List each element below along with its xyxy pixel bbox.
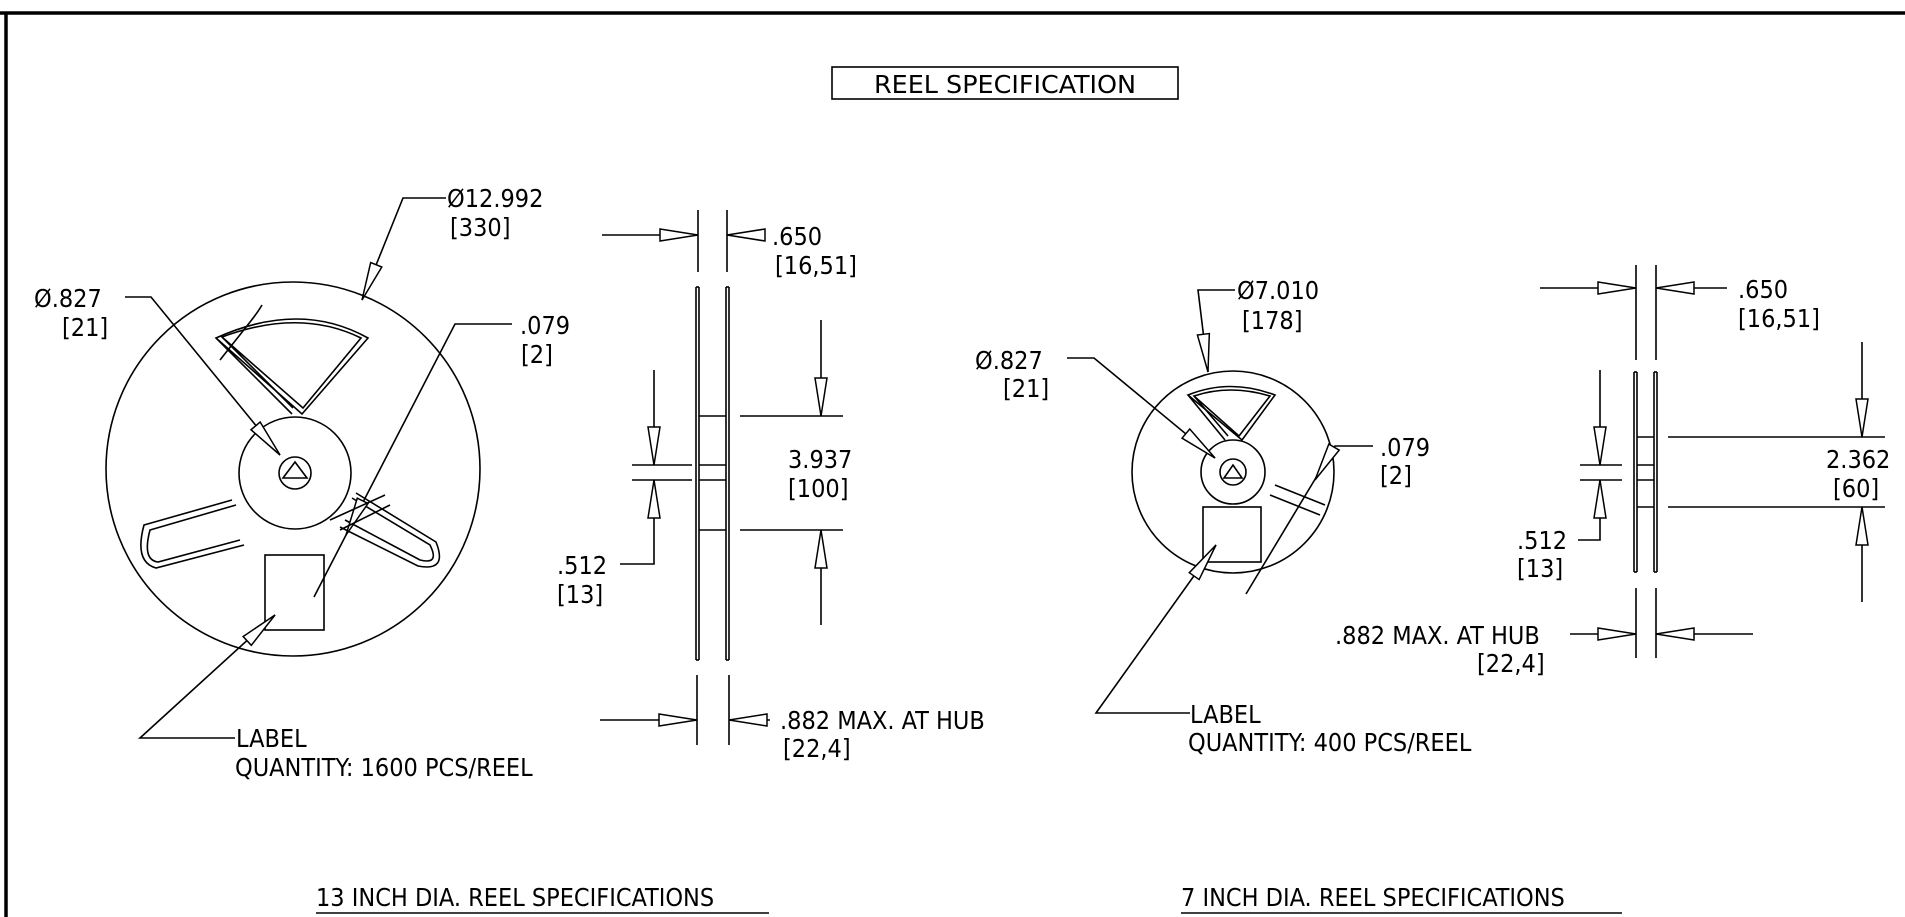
- reel-13-slot: .079: [520, 311, 570, 340]
- reel-7-hub-width-mm: [22,4]: [1477, 649, 1545, 678]
- reel-13-width: .650: [772, 222, 822, 251]
- reel-7-outer-dia: Ø7.010: [1237, 276, 1319, 305]
- reel-13-hub-dia: Ø.827: [34, 284, 102, 313]
- title-block: REEL SPECIFICATION: [831, 66, 1179, 100]
- reel-13-quantity: QUANTITY: 1600 PCS/REEL: [235, 753, 533, 782]
- reel-13-outer-dia: Ø12.992: [447, 184, 543, 213]
- reel-7-width: .650: [1738, 275, 1788, 304]
- drawing-border: [0, 11, 1905, 917]
- reel-13-hub-width-mm: [22,4]: [783, 734, 851, 763]
- reel-13-arbor: .512: [557, 551, 607, 580]
- reel-7-core: 2.362: [1826, 445, 1890, 474]
- reel-7-arbor: .512: [1517, 526, 1567, 555]
- reel-7-width-mm: [16,51]: [1738, 304, 1820, 333]
- reel-7-outer-dia-mm: [178]: [1242, 306, 1302, 335]
- reel-7-slot-mm: [2]: [1380, 461, 1412, 490]
- reel-13-outer-dia-mm: [330]: [450, 213, 510, 242]
- reel-7-core-mm: [60]: [1833, 474, 1879, 503]
- reel-7-hub-dia-mm: [21]: [1003, 374, 1049, 403]
- reel-13-caption: 13 INCH DIA. REEL SPECIFICATIONS: [316, 883, 714, 912]
- reel-13-front-view: [105, 197, 512, 739]
- reel-13-slot-mm: [2]: [521, 340, 553, 369]
- reel-7-caption: 7 INCH DIA. REEL SPECIFICATIONS: [1181, 883, 1565, 912]
- reel-7-side-view: [1540, 265, 1885, 658]
- reel-13-arbor-mm: [13]: [557, 580, 603, 609]
- reel-13-core: 3.937: [788, 445, 852, 474]
- drawing-title: REEL SPECIFICATION: [874, 70, 1136, 99]
- reel-7-labels: Ø7.010 [178] Ø.827 [21] .079 [2] .650 [1…: [975, 275, 1890, 914]
- reel-13-core-mm: [100]: [788, 474, 848, 503]
- reel-13-hub-width: .882 MAX. AT HUB: [780, 706, 985, 735]
- reel-13-side-view: [600, 210, 843, 745]
- reel-7-slot: .079: [1380, 433, 1430, 462]
- reel-7-front-view: [1067, 289, 1373, 714]
- reel-13-hub-dia-mm: [21]: [62, 313, 108, 342]
- reel-7-arbor-mm: [13]: [1517, 554, 1563, 583]
- reel-7-hub-width: .882 MAX. AT HUB: [1335, 621, 1540, 650]
- reel-7-hub-dia: Ø.827: [975, 346, 1043, 375]
- reel-7-label-callout: LABEL: [1190, 700, 1261, 729]
- reel-13-labels: Ø12.992 [330] Ø.827 [21] .079 [2] .650 […: [34, 184, 985, 914]
- reel-13-width-mm: [16,51]: [775, 251, 857, 280]
- reel-7-quantity: QUANTITY: 400 PCS/REEL: [1188, 728, 1472, 757]
- reel-13-label-callout: LABEL: [236, 724, 307, 753]
